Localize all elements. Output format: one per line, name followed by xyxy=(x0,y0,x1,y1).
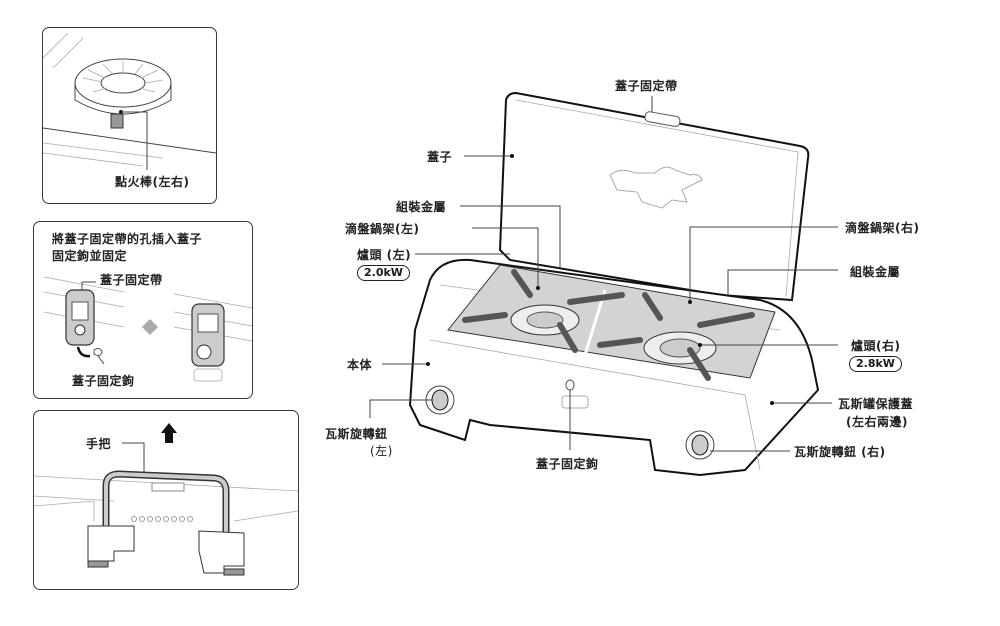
badge-burner-right-power: 2.8kW xyxy=(849,356,902,372)
strap-instruction-line2: 固定鉤並固定 xyxy=(52,249,128,263)
lid-strap-panel: 將蓋子固定帶的孔插入蓋子 固定鉤並固定 蓋子固定帶 蓋子固定鉤 xyxy=(33,221,253,399)
lid-strap-illustration xyxy=(43,276,252,382)
label-cartridge-cover-line1: 瓦斯罐保護蓋 xyxy=(838,397,914,411)
handle-panel: 手把 xyxy=(33,410,299,590)
label-gas-knob-left-line2: (左) xyxy=(370,444,393,458)
label-cartridge-cover-line2: (左右兩邊) xyxy=(846,415,908,429)
label-gas-knob-left-line1: 瓦斯旋轉鈕 xyxy=(325,427,388,441)
label-burner-right: 爐頭(右) xyxy=(851,339,901,353)
handle-illustration xyxy=(34,423,298,576)
label-lid-strap: 蓋子固定帶 xyxy=(615,79,678,93)
hook-label: 蓋子固定鉤 xyxy=(72,374,135,388)
label-assembly-metal-left: 組裝金屬 xyxy=(396,200,447,214)
label-drip-tray-left: 滴盤鍋架(左) xyxy=(345,222,420,236)
strap-instruction-line1: 將蓋子固定帶的孔插入蓋子 xyxy=(52,232,203,246)
label-burner-left: 爐頭 (左) xyxy=(357,248,412,262)
igniter-label: 點火棒(左右) xyxy=(115,175,190,189)
handle-label: 手把 xyxy=(86,437,112,451)
label-drip-tray-right: 滴盤鍋架(右) xyxy=(845,221,920,235)
badge-burner-left-power: 2.0kW xyxy=(357,265,410,281)
igniter-illustration xyxy=(43,32,216,170)
strap-label: 蓋子固定帶 xyxy=(100,273,163,287)
label-body: 本体 xyxy=(347,358,373,372)
label-lid-hook: 蓋子固定鉤 xyxy=(536,457,599,471)
label-assembly-metal-right: 組裝金屬 xyxy=(850,265,901,279)
label-gas-knob-right: 瓦斯旋轉鈕 (右) xyxy=(794,445,886,459)
label-lid: 蓋子 xyxy=(427,150,453,164)
igniter-panel: 點火棒(左右) xyxy=(42,27,217,204)
